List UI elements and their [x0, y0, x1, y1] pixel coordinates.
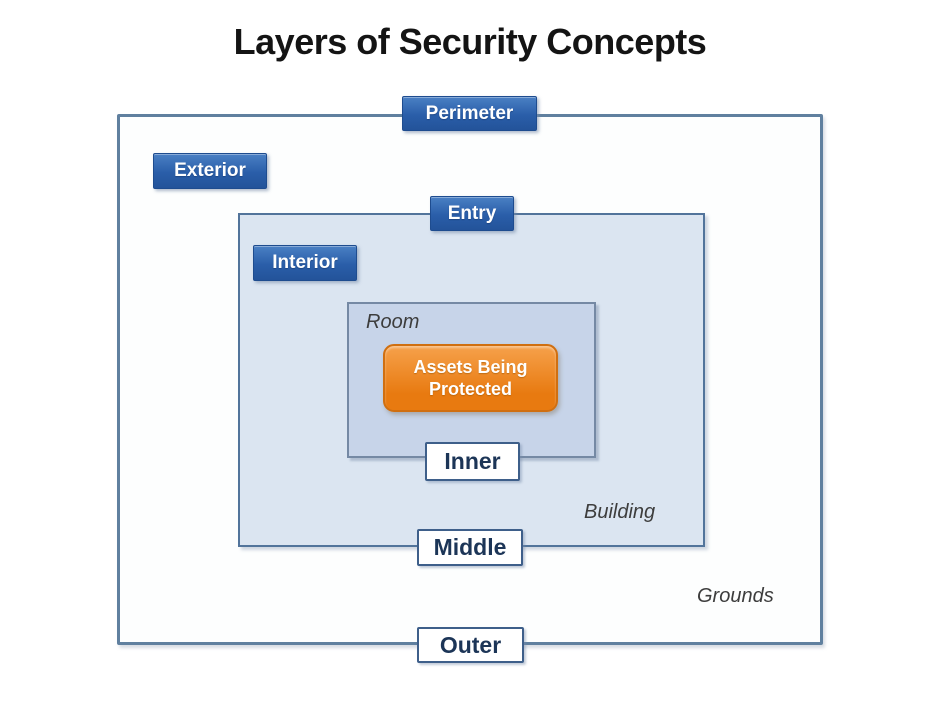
- outer-layer-box: Outer: [417, 627, 524, 663]
- entry-badge: Entry: [430, 196, 514, 231]
- inner-layer-box: Inner: [425, 442, 520, 481]
- room-area-label: Room: [366, 311, 420, 333]
- exterior-badge: Exterior: [153, 153, 267, 189]
- assets-being-protected-box: Assets Being Protected: [383, 344, 558, 412]
- middle-layer-box: Middle: [417, 529, 523, 566]
- perimeter-badge: Perimeter: [402, 96, 537, 131]
- interior-badge: Interior: [253, 245, 357, 281]
- diagram-title: Layers of Security Concepts: [233, 21, 707, 62]
- building-area-label: Building: [584, 501, 656, 523]
- grounds-area-label: Grounds: [697, 585, 774, 607]
